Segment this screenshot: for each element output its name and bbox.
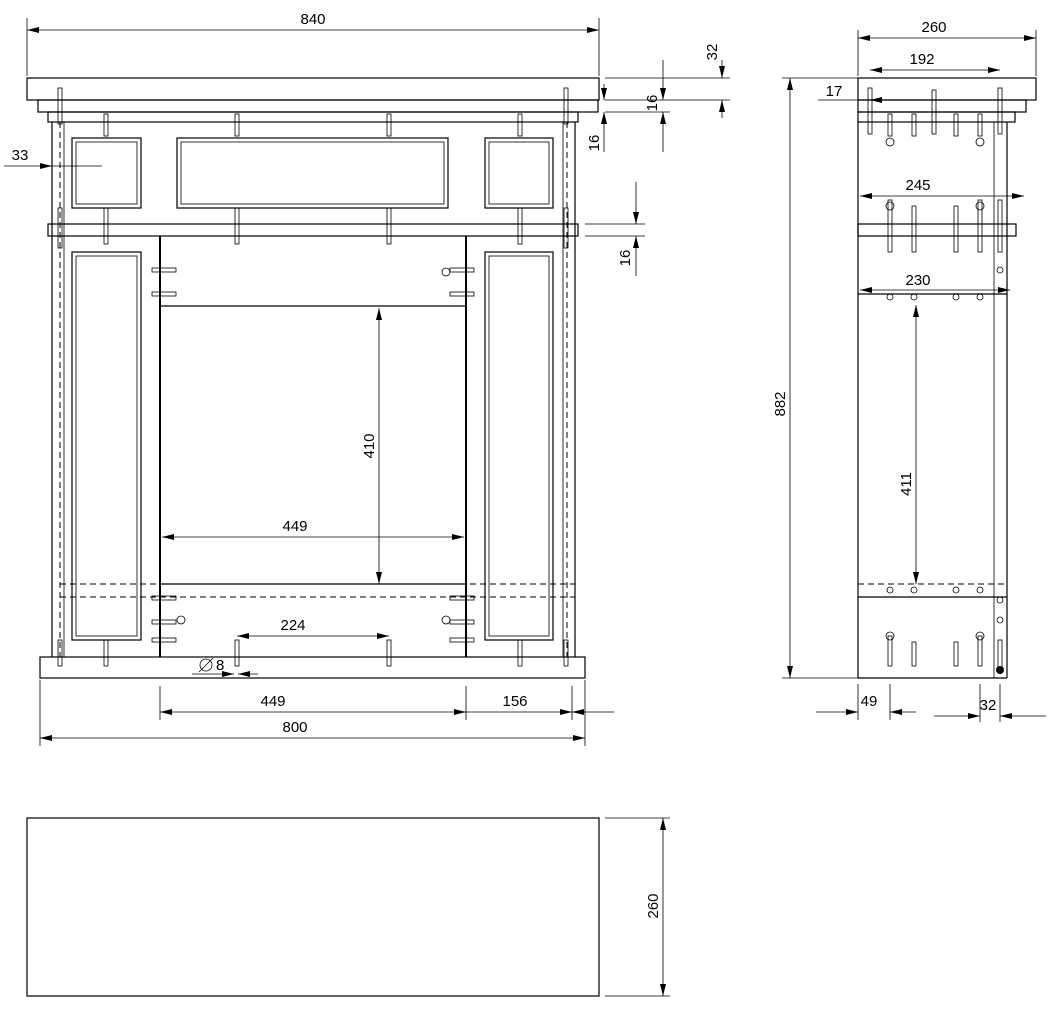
dim-411: 411: [898, 472, 915, 496]
dim-16-b: 16: [586, 135, 603, 152]
dim-16-c: 16: [617, 250, 634, 267]
dim-230: 230: [905, 272, 930, 289]
dim-840: 840: [300, 11, 325, 28]
dim-49: 49: [861, 693, 878, 710]
dim-410: 410: [361, 433, 378, 458]
dim-245: 245: [905, 177, 930, 194]
dim-449-bottom: 449: [260, 693, 285, 710]
dim-224: 224: [280, 617, 305, 634]
dim-800: 800: [282, 719, 307, 736]
dim-16-a: 16: [644, 95, 661, 112]
dim-260-side: 260: [921, 19, 946, 36]
dim-diameter-8: 8: [216, 657, 224, 674]
side-view: [857, 77, 1037, 679]
dim-260-top: 260: [645, 893, 662, 918]
side-dimensions: 260 192 17 245 230 882 411 49 32: [772, 19, 1046, 722]
front-view: [26, 77, 600, 679]
diameter-icon: [198, 657, 214, 673]
top-dimensions: 260: [605, 817, 670, 997]
front-dimensions: 840 32 16 16 16 33 410 449 224: [4, 11, 730, 746]
dim-32: 32: [704, 44, 721, 61]
dim-33: 33: [12, 147, 29, 164]
dim-156: 156: [502, 693, 527, 710]
dim-17: 17: [826, 83, 843, 100]
dim-192: 192: [909, 51, 934, 68]
top-view: [26, 817, 600, 997]
dim-449-inner: 449: [282, 518, 307, 535]
dim-32-side: 32: [980, 697, 997, 714]
dim-882: 882: [772, 391, 789, 416]
